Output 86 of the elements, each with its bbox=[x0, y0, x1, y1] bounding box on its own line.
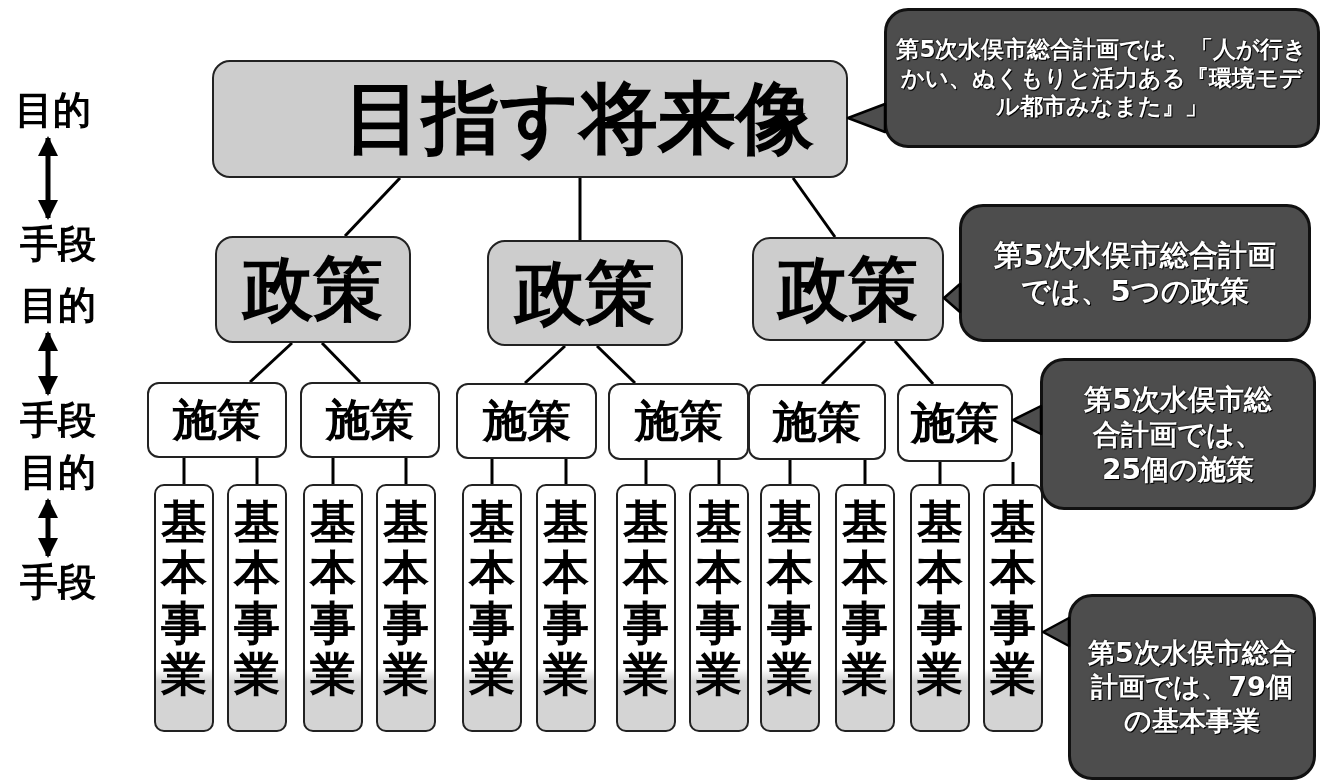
connector-line bbox=[404, 458, 408, 484]
project-box bbox=[154, 484, 214, 732]
project-box bbox=[536, 484, 596, 732]
connector-line bbox=[578, 178, 582, 240]
node-label: 基本事業 bbox=[543, 496, 589, 700]
connector-line bbox=[255, 458, 259, 484]
node-label: 基本事業 bbox=[234, 496, 280, 700]
node-label: 政策 bbox=[243, 251, 383, 328]
node-label: 基本事業 bbox=[310, 496, 356, 700]
speech-bubble-tail bbox=[1041, 616, 1071, 648]
level-label: 目的 bbox=[20, 285, 96, 327]
node-label: 政策 bbox=[778, 250, 918, 328]
callout-text: 第5次水俣市総合計画では、79個の基本事業 bbox=[1087, 636, 1297, 738]
measure-box bbox=[300, 382, 440, 458]
speech-bubble bbox=[1040, 358, 1316, 510]
callout-text: 第5次水俣市総合計画では、「人が行きかい、ぬくもりと活力ある『環境モデル都市みなまた』」 bbox=[896, 34, 1308, 122]
node-label: 基本事業 bbox=[623, 496, 669, 700]
project-box bbox=[462, 484, 522, 732]
node-label: 基本事業 bbox=[383, 496, 429, 700]
project-box bbox=[227, 484, 287, 732]
double-arrow bbox=[38, 136, 58, 220]
project-box bbox=[616, 484, 676, 732]
connector-line bbox=[717, 460, 721, 484]
node-label: 基本事業 bbox=[917, 496, 963, 700]
node-label: 基本事業 bbox=[469, 496, 515, 700]
node-label: 施策 bbox=[482, 396, 571, 446]
vision-box bbox=[212, 60, 848, 178]
callout-text: 第5次水俣市総合計画では、5つの政策 bbox=[993, 236, 1277, 310]
project-box bbox=[835, 484, 895, 732]
project-box bbox=[760, 484, 820, 732]
project-box bbox=[376, 484, 436, 732]
measure-box bbox=[147, 382, 287, 458]
connector-line bbox=[893, 340, 935, 385]
project-box bbox=[910, 484, 970, 732]
connector-line bbox=[863, 460, 867, 484]
speech-bubble-tail bbox=[846, 102, 887, 134]
node-label: 基本事業 bbox=[161, 496, 207, 700]
connector-line bbox=[524, 344, 566, 385]
project-box bbox=[983, 484, 1043, 732]
speech-bubble-tail bbox=[942, 282, 962, 314]
connector-line bbox=[938, 462, 942, 484]
node-label: 施策 bbox=[773, 397, 861, 447]
level-label: 手段 bbox=[20, 562, 96, 604]
policy-box bbox=[752, 237, 944, 341]
connector-line bbox=[564, 459, 568, 484]
project-box bbox=[689, 484, 749, 732]
level-label: 手段 bbox=[20, 400, 96, 442]
connector-line bbox=[644, 460, 648, 484]
measure-box bbox=[456, 383, 597, 459]
project-box bbox=[303, 484, 363, 732]
level-label: 手段 bbox=[20, 224, 96, 266]
speech-bubble bbox=[884, 8, 1320, 148]
policy-box bbox=[215, 236, 411, 343]
connector-line bbox=[320, 341, 362, 384]
node-label: 施策 bbox=[173, 395, 261, 445]
node-label: 政策 bbox=[515, 254, 655, 332]
callout-text: 第5次水俣市総合計画では、25個の施策 bbox=[1083, 381, 1273, 487]
double-arrow bbox=[38, 331, 58, 396]
connector-line bbox=[331, 458, 335, 484]
node-label: 基本事業 bbox=[767, 496, 813, 700]
connector-line bbox=[182, 458, 186, 484]
policy-box bbox=[487, 240, 683, 346]
connector-line bbox=[490, 459, 494, 484]
connector-line bbox=[820, 339, 867, 386]
speech-bubble bbox=[1068, 594, 1316, 780]
node-label: 施策 bbox=[326, 395, 414, 445]
measure-box bbox=[897, 384, 1013, 462]
node-label: 目指す将来像 bbox=[344, 76, 814, 162]
connector-line bbox=[791, 177, 837, 238]
measure-box bbox=[608, 383, 749, 460]
measure-box bbox=[748, 384, 886, 460]
node-label: 基本事業 bbox=[696, 496, 742, 700]
connector-line bbox=[1011, 462, 1015, 484]
connector-line bbox=[248, 341, 294, 384]
double-arrow bbox=[38, 498, 58, 558]
level-label: 目的 bbox=[20, 452, 96, 494]
connector-line bbox=[788, 460, 792, 484]
node-label: 施策 bbox=[911, 398, 999, 448]
node-label: 施策 bbox=[634, 397, 723, 446]
speech-bubble-tail bbox=[1011, 404, 1043, 436]
node-label: 基本事業 bbox=[842, 496, 888, 700]
connector-line bbox=[343, 176, 402, 238]
level-label: 目的 bbox=[15, 90, 91, 132]
node-label: 基本事業 bbox=[990, 496, 1036, 700]
connector-line bbox=[595, 344, 637, 385]
speech-bubble bbox=[959, 204, 1311, 342]
